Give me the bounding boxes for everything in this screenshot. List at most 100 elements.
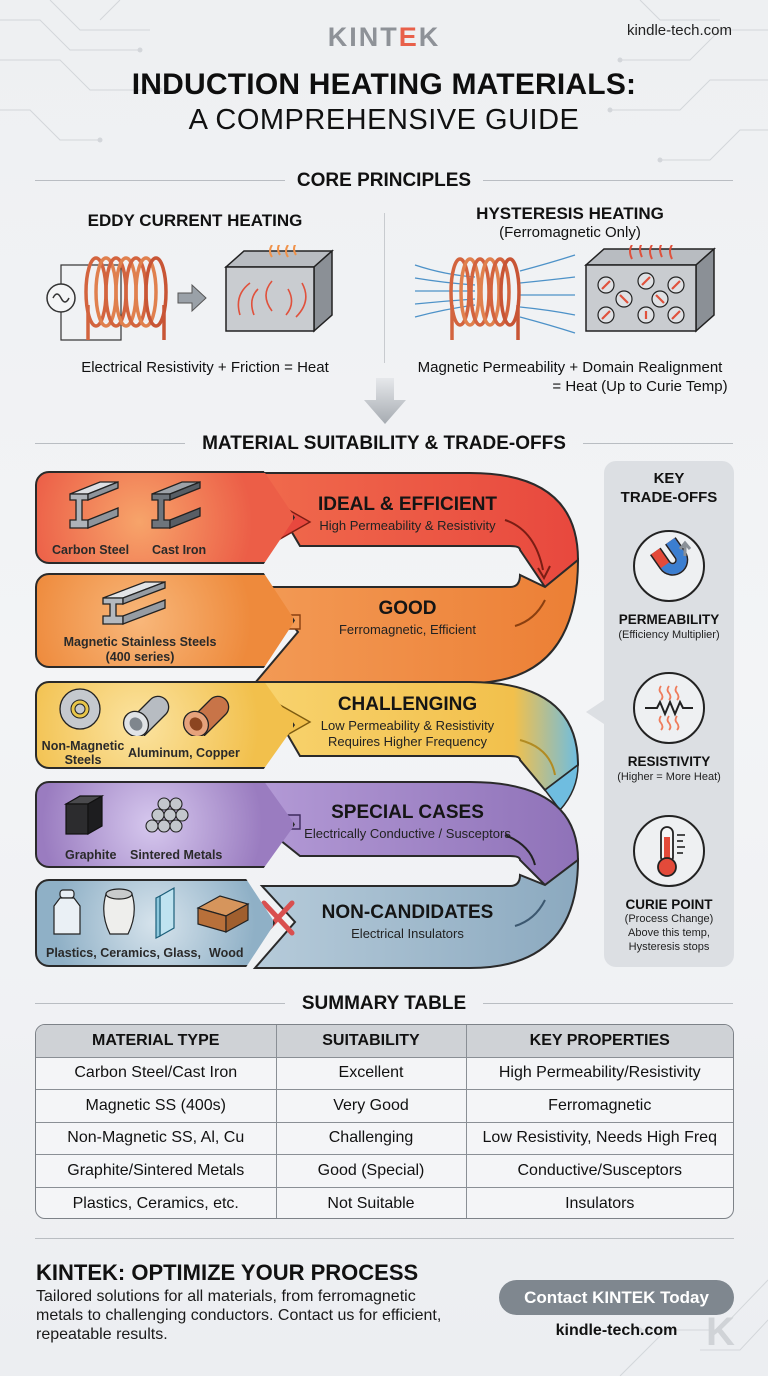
cast-iron-ibeam-icon: [151, 481, 201, 529]
cell-suitability: Good (Special): [276, 1154, 467, 1188]
column-divider: [384, 213, 385, 363]
logo-text-end: K: [418, 22, 441, 52]
cell-properties: High Permeability/Resistivity: [466, 1057, 733, 1090]
column-header-material-type: MATERIAL TYPE: [36, 1025, 277, 1058]
tradeoff-note-curie-3: Hysteresis stops: [628, 941, 710, 953]
coil-field-lines-icon: [414, 254, 576, 340]
divider: [483, 180, 733, 181]
band-title-challenging: CHALLENGING: [337, 694, 478, 715]
material-non-magnetic: Non-Magnetic: [41, 739, 125, 753]
cell-suitability: Challenging: [276, 1122, 467, 1155]
cell-suitability: Very Good: [276, 1089, 467, 1123]
band-desc-ideal: High Permeability & Resistivity: [319, 518, 496, 533]
table-row: Magnetic SS (400s) Very Good Ferromagnet…: [36, 1089, 733, 1123]
footer-title: KINTEK: OPTIMIZE YOUR PROCESS: [36, 1260, 419, 1285]
divider: [35, 180, 285, 181]
eddy-current-caption: Electrical Resistivity + Friction = Heat: [81, 359, 329, 376]
logo-text: KINT: [327, 22, 399, 52]
tradeoff-label-permeability: PERMEABILITY: [618, 612, 720, 627]
hysteresis-title: HYSTERESIS HEATING: [476, 204, 664, 223]
section-title-summary-table: SUMMARY TABLE: [301, 993, 467, 1014]
panel-pointer: [586, 700, 604, 724]
table-row: Graphite/Sintered Metals Good (Special) …: [36, 1154, 733, 1188]
page-subtitle: A COMPREHENSIVE GUIDE: [188, 104, 580, 136]
carbon-steel-ibeam-icon: [69, 481, 119, 529]
band-good-materials: [35, 573, 295, 668]
copper-coil-icon: [84, 256, 168, 340]
down-arrow-icon: [364, 378, 406, 424]
section-title-material-suitability: MATERIAL SUITABILITY & TRADE-OFFS: [202, 433, 566, 454]
cell-suitability: Not Suitable: [276, 1187, 467, 1218]
cell-properties: Ferromagnetic: [466, 1089, 733, 1123]
tradeoff-label-curie-point: CURIE POINT: [625, 897, 713, 912]
table-row: Non-Magnetic SS, Al, Cu Challenging Low …: [36, 1122, 733, 1155]
divider: [35, 1003, 285, 1004]
cell-suitability: Excellent: [276, 1057, 467, 1090]
band-desc-challenging-2: Requires Higher Frequency: [328, 734, 487, 749]
logo-accent: E: [398, 22, 419, 52]
permeability-icon-circle: [633, 530, 705, 602]
band-title-ideal: IDEAL & EFFICIENT: [317, 494, 498, 515]
tradeoff-note-curie-2: Above this temp,: [628, 927, 710, 939]
hysteresis-caption-line1: Magnetic Permeability + Domain Realignme…: [417, 359, 723, 376]
key-tradeoffs-title-1: KEY: [653, 470, 685, 487]
band-title-good: GOOD: [378, 598, 437, 619]
hysteresis-diagram: [414, 245, 716, 340]
cell-material: Magnetic SS (400s): [36, 1089, 277, 1123]
cell-material: Plastics, Ceramics, etc.: [36, 1187, 277, 1218]
eddy-current-diagram: [46, 245, 334, 341]
eddy-current-title: EDDY CURRENT HEATING: [87, 211, 303, 230]
hysteresis-subtitle: (Ferromagnetic Only): [499, 224, 641, 241]
band-desc-good: Ferromagnetic, Efficient: [338, 622, 477, 637]
cell-material: Non-Magnetic SS, Al, Cu: [36, 1122, 277, 1155]
cell-material: Graphite/Sintered Metals: [36, 1154, 277, 1188]
tradeoff-note-resistivity: (Higher = More Heat): [617, 771, 721, 783]
table-row: Carbon Steel/Cast Iron Excellent High Pe…: [36, 1057, 733, 1090]
tradeoff-note-permeability: (Efficiency Multiplier): [618, 629, 720, 641]
band-desc-non-candidates: Electrical Insulators: [351, 926, 464, 941]
metal-block-domains-icon: [584, 245, 716, 333]
footer-divider: [35, 1238, 734, 1239]
column-header-key-properties: KEY PROPERTIES: [466, 1025, 733, 1058]
material-aluminum-copper: Aluminum, Copper: [128, 746, 240, 760]
band-desc-special: Electrically Conductive / Susceptors: [304, 826, 511, 841]
section-title-core-principles: CORE PRINCIPLES: [296, 170, 472, 191]
kintek-watermark-icon: K: [706, 1310, 735, 1354]
material-carbon-steel: Carbon Steel: [52, 543, 130, 557]
material-plastics-ceramics-glass: Plastics, Ceramics, Glass,: [46, 946, 201, 960]
material-steels: Steels: [64, 753, 102, 767]
cell-properties: Conductive/Susceptors: [466, 1154, 733, 1188]
column-header-suitability: SUITABILITY: [276, 1025, 467, 1058]
kintek-logo: KINTEK: [0, 22, 768, 53]
graphite-cube-icon: [63, 794, 105, 836]
tradeoff-label-resistivity: RESISTIVITY: [627, 754, 711, 769]
sintered-metals-icon: [145, 797, 189, 833]
band-desc-challenging: Low Permeability & Resistivity: [320, 718, 495, 733]
resistivity-icon-circle: [633, 672, 705, 744]
insulator-material-icons: [53, 886, 250, 939]
contact-kintek-button[interactable]: Contact KINTEK Today: [499, 1280, 734, 1315]
ac-source-icon: [46, 264, 122, 341]
challenging-material-icons: [59, 688, 230, 736]
aluminum-tube-icon: [122, 695, 170, 736]
band-title-special: SPECIAL CASES: [331, 802, 484, 823]
material-cast-iron: Cast Iron: [152, 543, 207, 557]
material-sintered-metals: Sintered Metals: [130, 848, 223, 862]
material-400-series: (400 series): [105, 650, 175, 664]
tradeoff-note-curie-1: (Process Change): [624, 913, 714, 925]
cell-properties: Low Resistivity, Needs High Freq: [466, 1122, 733, 1155]
suitability-flow-track: [198, 472, 580, 969]
stainless-steel-beam-icon: [102, 581, 166, 625]
summary-table: MATERIAL TYPE SUITABILITY KEY PROPERTIES…: [35, 1024, 734, 1219]
table-row: Plastics, Ceramics, etc. Not Suitable In…: [36, 1187, 733, 1218]
website-link-top[interactable]: kindle-tech.com: [626, 22, 732, 39]
special-material-icons: [63, 794, 189, 836]
wood-block-icon: [196, 895, 250, 934]
website-link-bottom[interactable]: kindle-tech.com: [555, 1322, 678, 1339]
table-header-row: MATERIAL TYPE SUITABILITY KEY PROPERTIES: [36, 1025, 733, 1058]
cell-properties: Insulators: [565, 1194, 635, 1212]
steel-ibeam-icons: [69, 481, 201, 529]
plastic-bottle-icon: [53, 889, 81, 935]
resistor-heat-icon: [645, 685, 693, 731]
magnet-icon: [650, 537, 692, 576]
